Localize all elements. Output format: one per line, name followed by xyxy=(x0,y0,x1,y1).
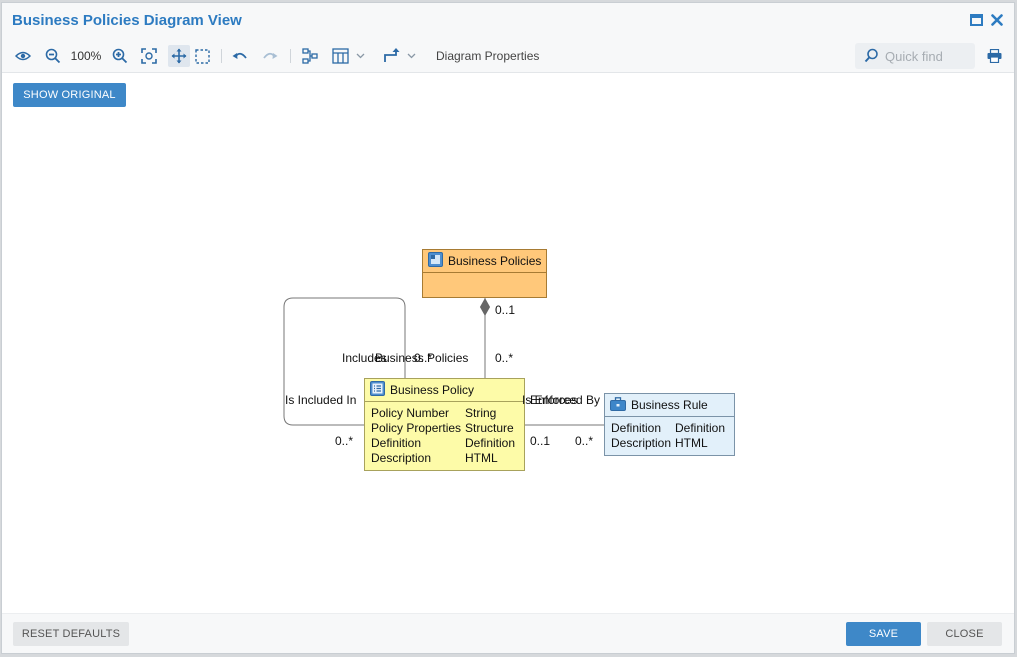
undo-icon[interactable] xyxy=(231,45,249,67)
attribute-row: Policy Number String xyxy=(371,406,524,421)
node-title: Business Rule xyxy=(631,398,708,412)
diagram-canvas[interactable]: Business Policies Business Policy Policy… xyxy=(2,74,1014,614)
rule-multiplicity-label: 0..* xyxy=(575,434,594,448)
diagram-toolbar: 100% Diagram Properties xyxy=(2,39,1014,73)
search-icon xyxy=(864,48,879,68)
layout-icon[interactable] xyxy=(300,45,320,67)
enforces-label: Enforces xyxy=(530,393,578,407)
zoom-out-icon[interactable] xyxy=(44,45,62,67)
node-business-policies[interactable]: Business Policies xyxy=(422,249,547,298)
node-title: Business Policies xyxy=(448,254,542,268)
pan-icon[interactable] xyxy=(168,45,190,67)
attribute-type: Structure xyxy=(465,421,514,435)
show-original-button[interactable]: SHOW ORIGINAL xyxy=(13,83,126,107)
self-multiplicity-label: 0..* xyxy=(335,434,354,448)
composition-diamond-icon xyxy=(479,297,491,317)
node-body xyxy=(423,273,546,297)
dialog-footer: RESET DEFAULTS SAVE CLOSE xyxy=(2,613,1014,653)
connector-style-dropdown[interactable] xyxy=(382,45,418,67)
zoom-level-text: 100% xyxy=(70,49,102,63)
is-included-in-label: Is Included In xyxy=(285,393,357,407)
attribute-row: Definition Definition xyxy=(371,436,524,451)
columns-dropdown[interactable] xyxy=(331,45,367,67)
zoom-level[interactable]: 100% xyxy=(70,45,102,67)
attribute-name: Policy Properties xyxy=(371,421,462,435)
diagram-properties-label: Diagram Properties xyxy=(436,49,540,63)
title-bar: Business Policies Diagram View xyxy=(2,3,1014,39)
toolbar-divider xyxy=(221,49,222,63)
node-title: Business Policy xyxy=(390,383,475,397)
is-enforced-by-label: Is Enforced By xyxy=(522,393,601,407)
node-header: Business Rule xyxy=(605,394,734,417)
bottom-multiplicity-label: 0..* xyxy=(495,351,514,365)
fit-to-screen-icon[interactable] xyxy=(140,45,158,67)
entity-icon xyxy=(428,252,443,270)
includes-multiplicity-label: 0..* xyxy=(414,351,433,365)
close-icon[interactable] xyxy=(989,12,1005,28)
top-multiplicity-label: 0..1 xyxy=(495,303,516,317)
attribute-type: HTML xyxy=(675,436,708,450)
maximize-icon[interactable] xyxy=(968,12,984,28)
node-business-rule[interactable]: Business Rule Definition Definition Descr… xyxy=(604,393,735,456)
business-policies-role-label: Business Policies xyxy=(375,351,469,365)
quick-find-input[interactable] xyxy=(885,47,970,65)
attribute-name: Definition xyxy=(611,421,662,435)
close-button[interactable]: CLOSE xyxy=(927,622,1002,646)
attribute-name: Description xyxy=(371,451,432,465)
redo-icon[interactable] xyxy=(261,45,279,67)
attribute-name: Policy Number xyxy=(371,406,450,420)
attribute-row: Description HTML xyxy=(371,451,524,466)
save-button[interactable]: SAVE xyxy=(846,622,921,646)
node-header: Business Policies xyxy=(423,250,546,273)
attribute-type: HTML xyxy=(465,451,498,465)
attribute-name: Definition xyxy=(371,436,422,450)
policy-rule-multiplicity-label: 0..1 xyxy=(530,434,551,448)
reset-defaults-button[interactable]: RESET DEFAULTS xyxy=(13,622,129,646)
zoom-in-icon[interactable] xyxy=(111,45,129,67)
includes-role-label: Includes xyxy=(342,351,387,365)
attribute-name: Description xyxy=(611,436,672,450)
eye-icon[interactable] xyxy=(14,45,32,67)
node-header: Business Policy xyxy=(365,379,524,402)
attribute-type: Definition xyxy=(465,436,516,450)
attribute-row: Definition Definition xyxy=(611,421,734,436)
dialog-title: Business Policies Diagram View xyxy=(12,12,242,29)
quick-find xyxy=(855,43,975,69)
attribute-type: String xyxy=(465,406,497,420)
print-icon[interactable] xyxy=(985,45,1003,67)
marquee-select-icon[interactable] xyxy=(193,45,211,67)
connector-lines xyxy=(283,297,605,426)
toolbar-divider xyxy=(290,49,291,63)
diagram-properties-button[interactable]: Diagram Properties xyxy=(436,45,542,67)
attribute-type: Definition xyxy=(675,421,726,435)
briefcase-icon xyxy=(610,396,626,414)
node-business-policy[interactable]: Business Policy Policy Number String Poli… xyxy=(364,378,525,471)
entity-list-icon xyxy=(370,381,385,399)
